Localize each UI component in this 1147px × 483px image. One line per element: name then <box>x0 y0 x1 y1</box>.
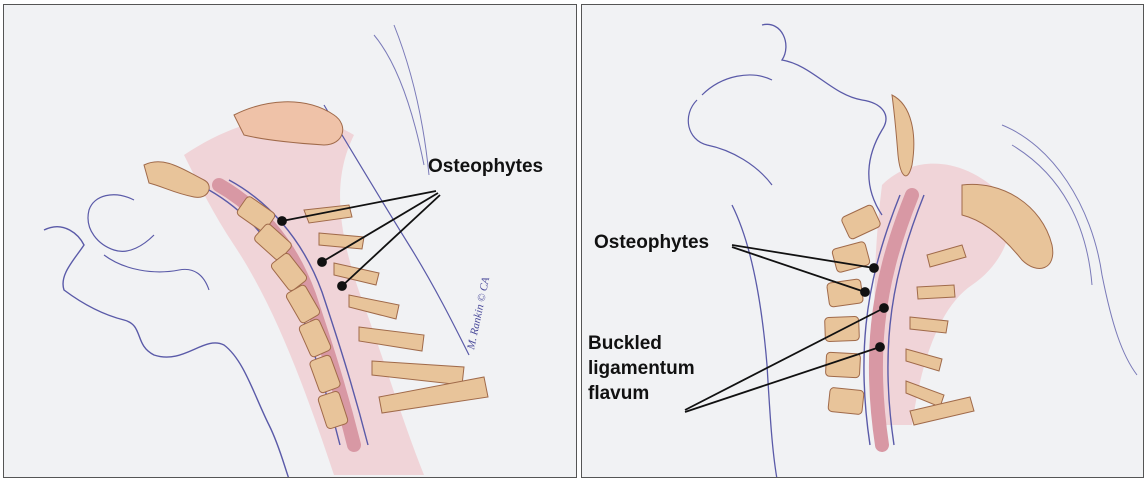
osteophyte-marker-1 <box>870 264 878 272</box>
buckled-ligamentum-flavum-label: Buckled ligamentum flavum <box>588 331 695 406</box>
hair-lines <box>374 25 429 175</box>
label-line-2: ligamentum <box>588 356 695 381</box>
label-line-1: Buckled <box>588 331 695 356</box>
vertebra-c3 <box>831 241 870 273</box>
artist-signature: M. Rankin © CA <box>465 276 492 352</box>
face-outline <box>762 24 886 215</box>
vertebra-c4 <box>826 279 863 307</box>
label-line-3: flavum <box>588 381 695 406</box>
spinous-process-7 <box>379 377 488 413</box>
osteophyte-marker-1 <box>278 217 286 225</box>
osteophytes-label: Osteophytes <box>594 231 709 255</box>
left-illustration-panel: M. Rankin © CA Osteophytes <box>3 4 577 478</box>
vertebra-c2 <box>841 204 882 240</box>
flexed-neck-illustration: M. Rankin © CA <box>4 5 577 478</box>
chin-outline <box>688 75 772 185</box>
jaw-line <box>104 255 209 290</box>
right-illustration-panel: Osteophytes Buckled ligamentum flavum <box>581 4 1144 478</box>
face-outline <box>88 195 154 252</box>
osteophyte-marker-2 <box>318 258 326 266</box>
osteophytes-label: Osteophytes <box>428 155 543 179</box>
osteophyte-marker-3 <box>338 282 346 290</box>
jaw-bone <box>892 95 914 176</box>
osteophyte-marker-2 <box>861 288 869 296</box>
ligamentum-marker-1 <box>880 304 888 312</box>
spinous-process-2 <box>917 285 955 299</box>
vertebra-c7 <box>828 387 864 414</box>
ligamentum-marker-2 <box>876 343 884 351</box>
